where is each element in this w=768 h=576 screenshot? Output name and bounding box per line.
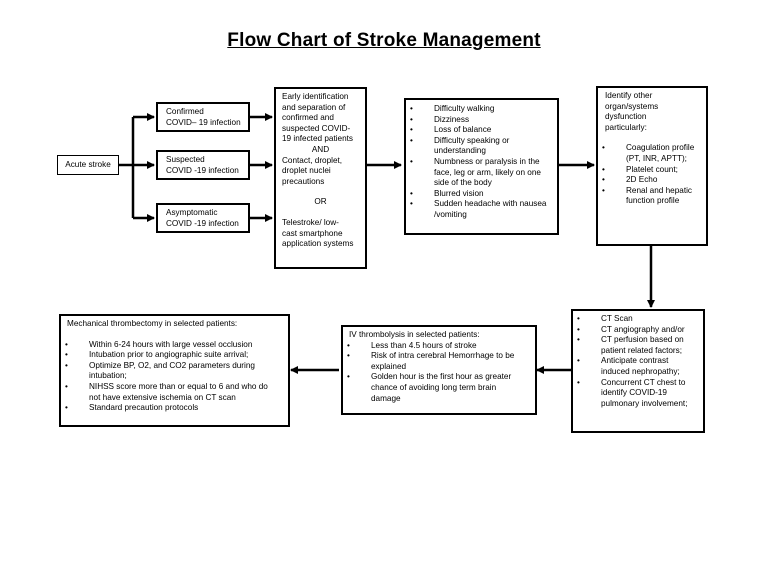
symptom-item: Difficulty walking xyxy=(406,104,549,115)
ct-item: Concurrent CT chest to identify COVID-19… xyxy=(573,378,697,410)
symptoms-box: Difficulty walking Dizziness Loss of bal… xyxy=(404,98,559,235)
identification-line-3: confirmed and xyxy=(282,113,334,123)
symptom-item: Numbness or paralysis in the face, leg o… xyxy=(406,157,549,189)
identification-box: Early identification and separation of c… xyxy=(274,87,367,269)
identification-line-1: Early identification xyxy=(282,92,349,101)
asymptomatic-box: Asymptomatic COVID -19 infection xyxy=(156,203,250,233)
mech-item: Optimize BP, O2, and CO2 parameters duri… xyxy=(61,361,280,382)
suspected-line-1: Suspected xyxy=(166,155,205,164)
ct-box: CT Scan CT angiography and/or CT perfusi… xyxy=(571,309,705,433)
suspected-box: Suspected COVID -19 infection xyxy=(156,150,250,180)
mech-item: Within 6-24 hours with large vessel occl… xyxy=(61,340,280,351)
suspected-line-2: COVID -19 infection xyxy=(166,165,239,175)
asymptomatic-line-1: Asymptomatic xyxy=(166,208,218,217)
mech-heading: Mechanical thrombectomy in selected pati… xyxy=(67,319,238,328)
mech-item: Intubation prior to angiographic suite a… xyxy=(61,350,280,361)
acute-stroke-box: Acute stroke xyxy=(57,155,119,175)
organ-item: Renal and hepatic function profile xyxy=(598,186,702,207)
mechanical-thrombectomy-box: Mechanical thrombectomy in selected pati… xyxy=(59,314,290,427)
organ-item: 2D Echo xyxy=(598,175,702,186)
identification-or: OR xyxy=(314,197,327,207)
mech-list: Within 6-24 hours with large vessel occl… xyxy=(61,340,280,414)
organ-dysfunction-box: Identify other organ/systems dysfunction… xyxy=(596,86,708,246)
identification-and: AND xyxy=(311,144,330,154)
precaution-line-2: droplet nuclei xyxy=(282,166,331,176)
chart-title: Flow Chart of Stroke Management xyxy=(227,30,541,51)
mech-item: NIHSS score more than or equal to 6 and … xyxy=(61,382,280,403)
asymptomatic-line-2: COVID -19 infection xyxy=(166,218,239,228)
confirmed-line-2: COVID– 19 infection xyxy=(166,117,241,127)
ct-item: CT perfusion based on patient related fa… xyxy=(573,335,697,356)
iv-item: Golden hour is the first hour as greater… xyxy=(343,372,527,404)
precaution-line-3: precautions xyxy=(282,176,325,186)
organ-item: Coagulation profile (PT, INR, APTT); xyxy=(598,143,702,164)
organ-item: Platelet count; xyxy=(598,165,702,176)
organ-heading-line-4: particularly: xyxy=(605,122,647,132)
confirmed-box: Confirmed COVID– 19 infection xyxy=(156,102,250,132)
telestroke-line-1: Telestroke/ low- xyxy=(282,217,339,227)
iv-thrombolysis-box: IV thrombolysis in selected patients: Le… xyxy=(341,325,537,415)
organ-heading-line-2: organ/systems xyxy=(605,101,659,111)
iv-list: Less than 4.5 hours of stroke Risk of in… xyxy=(343,341,527,405)
ct-item: CT angiography and/or xyxy=(573,325,697,336)
telestroke-line-2: cast smartphone xyxy=(282,228,343,238)
symptom-item: Difficulty speaking or understanding xyxy=(406,136,549,157)
iv-heading: IV thrombolysis in selected patients: xyxy=(349,330,480,339)
acute-stroke-label: Acute stroke xyxy=(65,159,111,169)
precaution-line-1: Contact, droplet, xyxy=(282,155,343,165)
iv-item: Less than 4.5 hours of stroke xyxy=(343,341,527,352)
identification-line-4: suspected COVID- xyxy=(282,123,351,133)
symptom-item: Blurred vision xyxy=(406,189,549,200)
telestroke-line-3: application systems xyxy=(282,239,354,249)
organ-list: Coagulation profile (PT, INR, APTT); Pla… xyxy=(598,143,702,207)
confirmed-line-1: Confirmed xyxy=(166,107,204,116)
mech-item: Standard precaution protocols xyxy=(61,403,280,414)
ct-item: CT Scan xyxy=(573,314,697,325)
iv-item: Risk of intra cerebral Hemorrhage to be … xyxy=(343,351,527,372)
organ-heading-line-1: Identify other xyxy=(605,91,653,100)
ct-item: Anticipate contrast induced nephropathy; xyxy=(573,356,697,377)
symptom-item: Loss of balance xyxy=(406,125,549,136)
organ-heading-line-3: dysfunction xyxy=(605,112,647,122)
identification-line-5: 19 infected patients xyxy=(282,134,354,144)
ct-list: CT Scan CT angiography and/or CT perfusi… xyxy=(573,314,697,409)
identification-line-2: and separation of xyxy=(282,102,346,112)
symptom-item: Sudden headache with nausea /vomiting xyxy=(406,199,549,220)
symptom-item: Dizziness xyxy=(406,115,549,126)
symptoms-list: Difficulty walking Dizziness Loss of bal… xyxy=(406,104,549,221)
